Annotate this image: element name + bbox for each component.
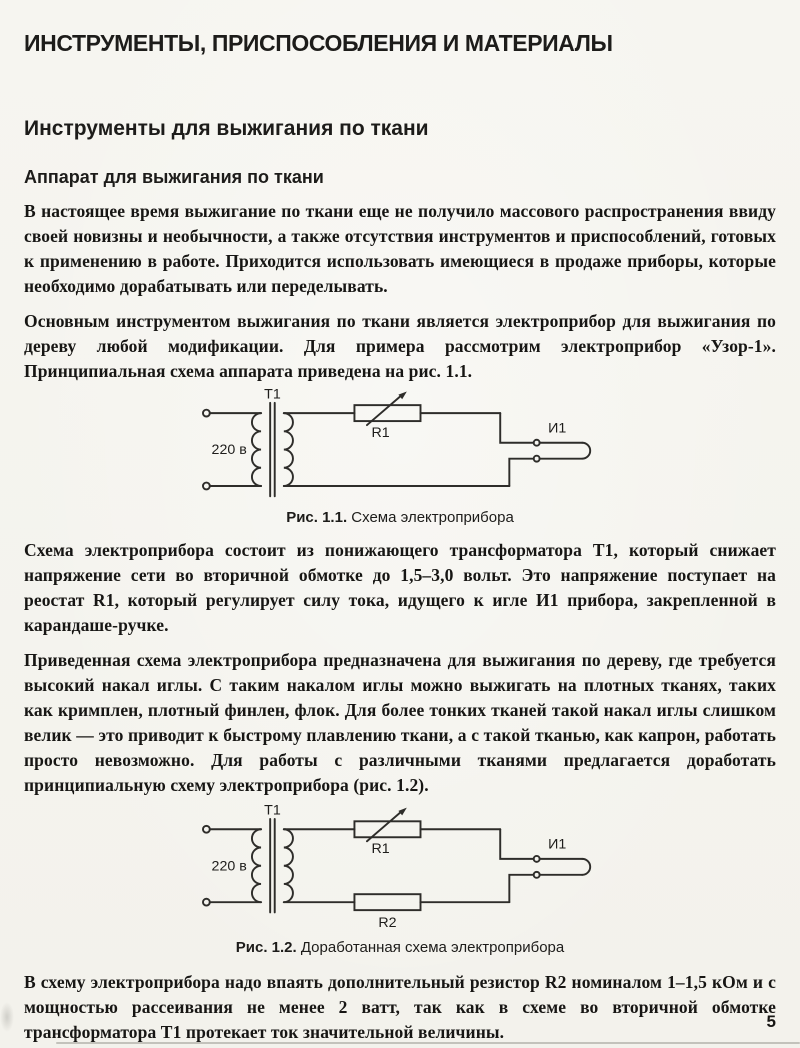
figure-caption-text: Доработанная схема электроприбора [300, 939, 565, 956]
page-title: ИНСТРУМЕНТЫ, ПРИСПОСОБЛЕНИЯ И МАТЕРИАЛЫ [24, 30, 613, 56]
rheostat-arrow-head [398, 391, 407, 400]
scan-smudge-artifact [0, 1002, 14, 1032]
figure-caption-1: Рис. 1.1. Схема электроприбора [24, 509, 776, 526]
transformer-secondary-coil [282, 828, 294, 904]
scan-edge-artifact [56, 1042, 800, 1044]
resistor-symbol [353, 893, 422, 912]
voltage-label: 220 в [212, 858, 247, 874]
subsection-heading: Аппарат для выжигания по ткани [24, 167, 324, 187]
needle-loop [581, 441, 592, 460]
figure-caption-2: Рис. 1.2. Доработанная схема электроприб… [24, 939, 776, 956]
circuit-diagram-1: Т1 220 в R1 И1 [202, 386, 592, 498]
input-terminal-bottom [202, 481, 211, 491]
section-heading: Инструменты для выжигания по ткани [24, 117, 429, 140]
figure-number: Рис. 1.1. [286, 509, 348, 526]
page-number: 5 [766, 1012, 776, 1031]
transformer-label: Т1 [264, 388, 281, 402]
transformer-label: Т1 [264, 804, 281, 818]
rheostat-label: R1 [372, 425, 390, 441]
input-terminal-bottom [202, 897, 211, 907]
rheostat-arrow-shaft [366, 811, 401, 843]
needle-label: И1 [548, 837, 566, 853]
input-terminal-top [202, 408, 211, 418]
figure-1-1: Т1 220 в R1 И1 Рис. 1.1. Схема электропр… [24, 386, 776, 526]
figure-number: Рис. 1.2. [235, 939, 297, 956]
transformer-primary-coil [250, 828, 263, 904]
figure-1-2: Т1 220 в R1 R2 И1 Рис. 1.2. Доработанная… [24, 802, 776, 956]
input-terminal-top [202, 824, 211, 834]
resistor-label: R2 [378, 915, 396, 931]
needle-loop [581, 857, 592, 876]
paragraph-modification-need: Приведенная схема электроприбора предназ… [24, 650, 776, 795]
paragraph-resistor-note: В схему электроприбора надо впаять допол… [24, 972, 776, 1042]
transformer-primary-coil [250, 412, 263, 487]
circuit-wiring [202, 395, 592, 498]
rheostat-label: R1 [372, 841, 390, 857]
paragraph-schema-description: Схема электроприбора состоит из понижающ… [24, 540, 776, 635]
rheostat-arrow-head [398, 807, 407, 816]
circuit-diagram-2: Т1 220 в R1 R2 И1 [202, 802, 592, 931]
voltage-label: 220 в [212, 442, 247, 458]
figure-caption-text: Схема электроприбора [351, 509, 514, 526]
circuit-wiring [202, 811, 592, 914]
transformer-secondary-coil [282, 412, 294, 487]
paragraph-instrument: Основным инструментом выжигания по ткани… [24, 311, 776, 381]
needle-label: И1 [548, 420, 566, 436]
rheostat-arrow-shaft [366, 395, 401, 427]
paragraph-intro: В настоящее время выжигание по ткани еще… [24, 201, 776, 296]
